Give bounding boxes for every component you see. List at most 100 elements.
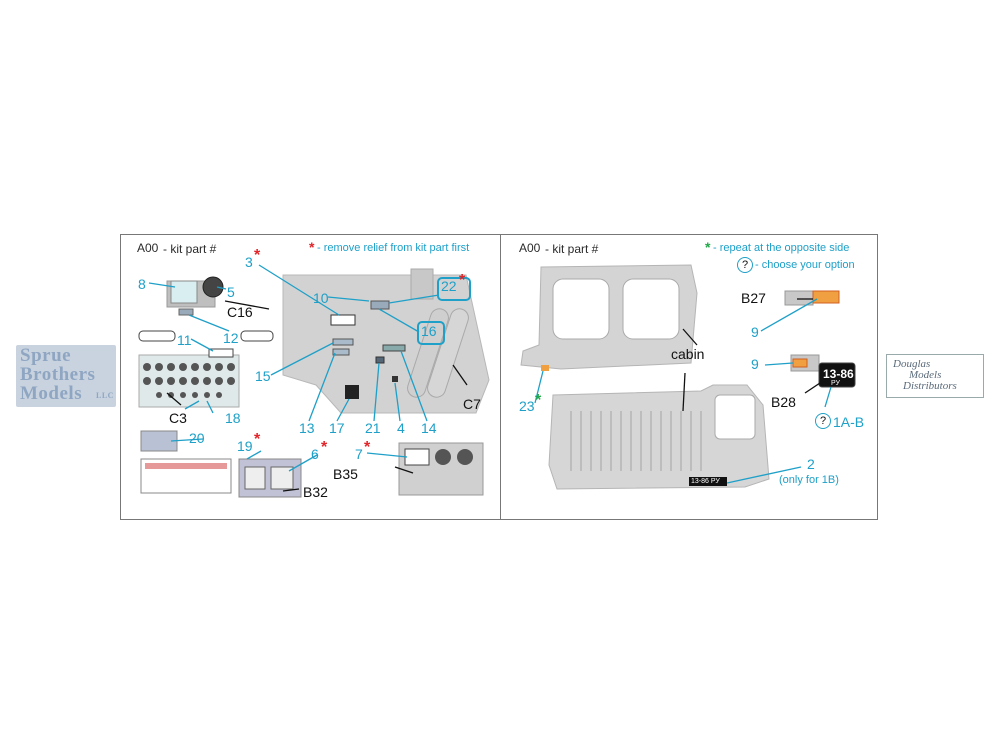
callout-22: 22: [441, 278, 457, 294]
strip-right: [240, 330, 274, 342]
option-icon-1ab: ?: [815, 413, 831, 429]
part-c3: [138, 354, 240, 408]
callout-cabin: cabin: [671, 346, 705, 362]
callout-4: 4: [397, 420, 405, 436]
decal-6a: [244, 466, 266, 490]
callout-14: 14: [421, 420, 437, 436]
door-hinge: [410, 268, 434, 300]
callout-7: 7: [355, 446, 363, 462]
callout-c7: C7: [463, 396, 481, 412]
grille: [570, 411, 702, 471]
callout-18: 18: [225, 410, 241, 426]
decal-15: [332, 338, 354, 346]
callout-b27: B27: [741, 290, 766, 306]
callout-1a-b: 1A-B: [833, 414, 865, 430]
decal-8: [170, 280, 198, 304]
plate-b28-text: 13-86: [823, 367, 854, 381]
right-parts-drawing: [520, 264, 856, 490]
plate-b28: [818, 362, 856, 388]
callout-22-box: [437, 277, 471, 301]
leader-lines: [148, 264, 440, 472]
front-plate-text: 13-86 РУ: [691, 478, 720, 485]
choose-option-icon: ?: [737, 257, 753, 273]
truck-window: [714, 394, 756, 440]
cylinder-part: [427, 308, 469, 398]
callout-16-box: [417, 321, 445, 345]
cabin-window-left: [552, 278, 610, 340]
left-instruction-panel: A00 - kit part # * - remove relief from …: [120, 234, 502, 520]
leader-lines: [534, 298, 832, 484]
callout-20: 20: [189, 430, 205, 446]
note-repeat-text: - repeat at the opposite side: [713, 242, 850, 254]
callout-19: 19: [237, 438, 253, 454]
black-leader-lines: [166, 300, 468, 492]
callout-2: 2: [807, 456, 815, 472]
callout-21: 21: [365, 420, 381, 436]
header-kit-label: - kit part #: [545, 242, 599, 256]
lamp-9: [792, 358, 808, 368]
gauge-cluster: [143, 363, 235, 398]
logo-line: Models: [909, 369, 942, 381]
star-3: *: [254, 247, 261, 264]
lamp-b27: [812, 290, 840, 304]
callout-10: 10: [313, 290, 329, 306]
cabin-window-right: [622, 278, 680, 340]
note-text: - remove relief from kit part first: [317, 242, 470, 254]
star-19: *: [254, 431, 261, 448]
decal-5: [202, 276, 224, 298]
logo-line: Sprue: [20, 345, 72, 366]
decal-19-strip: [145, 463, 227, 469]
note-star: *: [705, 239, 711, 255]
decal-6b: [270, 466, 294, 490]
callout-9a: 9: [751, 324, 759, 340]
decal-11: [208, 348, 234, 358]
decal-4: [392, 376, 398, 382]
decal-14: [382, 344, 406, 352]
note-star: *: [309, 239, 315, 255]
decal-17: [345, 385, 359, 399]
callout-17: 17: [329, 420, 345, 436]
decal-3: [330, 314, 356, 326]
right-instruction-panel: A00 - kit part # * - repeat at the oppos…: [500, 234, 878, 520]
decal-7c: [457, 449, 473, 465]
star-7: *: [364, 439, 371, 456]
sprue-brothers-logo: Sprue Brothers Models LLC: [16, 345, 116, 407]
callout-8: 8: [138, 276, 146, 292]
plate-b28-sub: РУ: [831, 380, 840, 387]
logo-line: Models: [20, 383, 83, 404]
callout-16: 16: [421, 323, 437, 339]
star-22: *: [459, 272, 466, 289]
note-choose-text: - choose your option: [755, 259, 855, 271]
callout-11: 11: [177, 332, 192, 348]
decal-7a: [404, 448, 430, 466]
callout-c3: C3: [169, 410, 187, 426]
part-b27: [784, 290, 814, 306]
header-code: A00: [519, 241, 541, 255]
strip-left: [138, 330, 176, 342]
star-23: *: [535, 392, 542, 409]
logo-line: Distributors: [903, 380, 957, 392]
callout-c16: C16: [227, 304, 253, 320]
callout-b28: B28: [771, 394, 796, 410]
callout-5: 5: [227, 284, 235, 300]
front-plate: [689, 477, 727, 486]
logo-suffix: LLC: [96, 391, 114, 400]
decal-13: [332, 348, 350, 356]
callout-6: 6: [311, 446, 319, 462]
black-leader-lines: [682, 298, 824, 412]
callout-9b: 9: [751, 356, 759, 372]
decal-12: [178, 308, 194, 316]
callout-b32: B32: [303, 484, 328, 500]
lamp-23: [541, 365, 549, 371]
logo-line: Douglas: [893, 358, 931, 370]
header-kit-label: - kit part #: [163, 242, 217, 256]
callout-only-1b: (only for 1B): [779, 474, 839, 486]
decal-22: [370, 300, 390, 310]
callout-15: 15: [255, 368, 271, 384]
decal-7b: [435, 449, 451, 465]
callout-3: 3: [245, 254, 253, 270]
callout-23: 23: [519, 398, 535, 414]
callout-12: 12: [223, 330, 239, 346]
callout-13: 13: [299, 420, 315, 436]
callout-b35: B35: [333, 466, 358, 482]
